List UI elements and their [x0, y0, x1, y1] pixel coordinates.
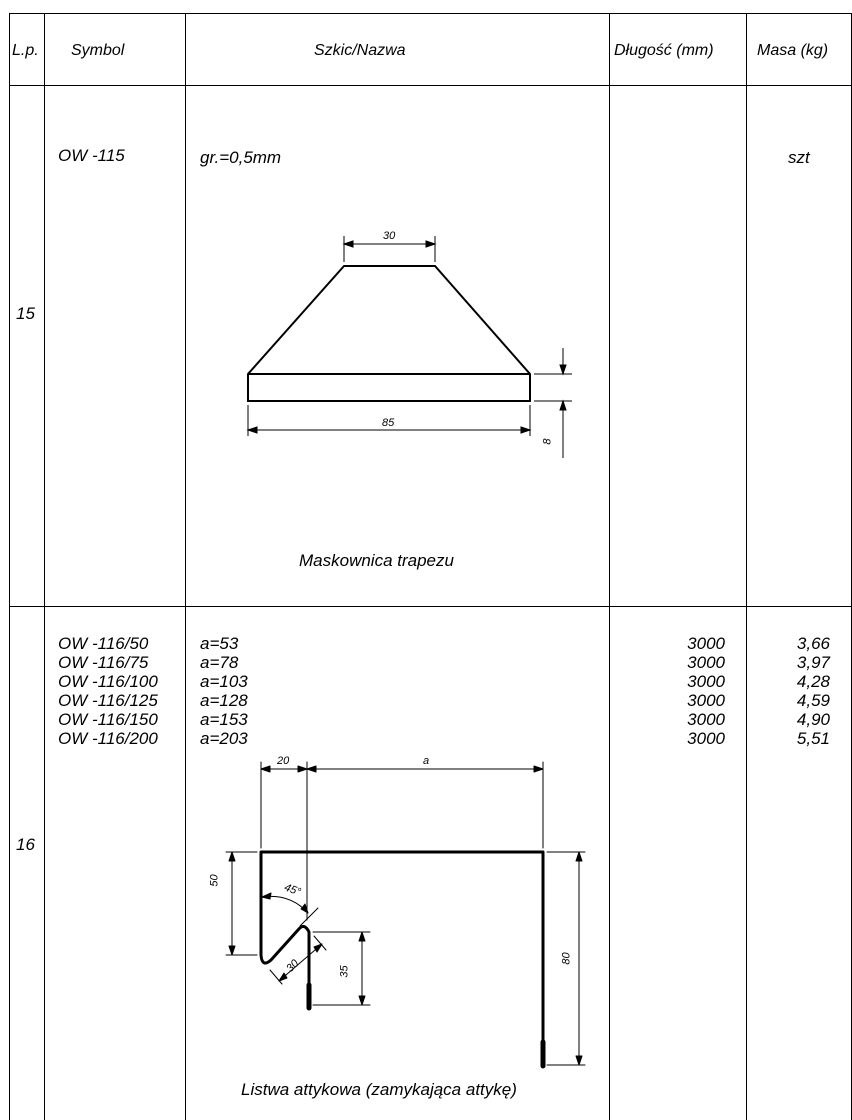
arrow	[297, 765, 308, 773]
length-value: 3000	[687, 672, 725, 691]
row16-dim-a: a	[423, 755, 430, 767]
row16-dim-50: 50	[208, 874, 221, 887]
row15-thickness: gr.=0,5mm	[200, 148, 282, 167]
symbol-item: OW -116/125	[58, 691, 158, 710]
row15-lp: 15	[16, 304, 35, 323]
dimension-85	[246, 405, 532, 436]
mass-value: 3,66	[796, 634, 830, 653]
arrow	[306, 765, 317, 773]
row15-mass-unit: szt	[788, 148, 810, 167]
length-value: 3000	[687, 653, 725, 672]
a-value: a=203	[200, 729, 248, 748]
row16-name: Listwa attykowa (zamykająca attykę)	[241, 1080, 517, 1099]
row16-mass-list: 3,66 3,97 4,28 4,59 4,90 5,51	[760, 634, 830, 748]
attic-strip-profile	[259, 850, 545, 1067]
arrow	[260, 765, 271, 773]
a-value: a=153	[200, 710, 248, 729]
mass-value: 4,90	[796, 710, 830, 729]
header-length: Długość (mm)	[614, 42, 714, 59]
header-mass: Masa (kg)	[757, 42, 829, 59]
row16-dim-35: 35	[338, 965, 351, 978]
header-sketch: Szkic/Nazwa	[314, 42, 406, 59]
row16-lp: 16	[16, 835, 35, 854]
dimension-30	[342, 236, 437, 262]
length-value: 3000	[687, 634, 725, 653]
a-value: a=103	[200, 672, 248, 691]
row15-name: Maskownica trapezu	[299, 551, 454, 570]
mass-value: 5,51	[796, 729, 830, 748]
length-value: 3000	[687, 710, 725, 729]
row16-dim-80: 80	[560, 952, 573, 965]
row16-length-list: 3000 3000 3000 3000 3000 3000	[640, 634, 725, 748]
a-value: a=78	[200, 653, 239, 672]
row16-a-list: a=53 a=78 a=103 a=128 a=153 a=203	[200, 634, 248, 748]
row16-dim-20: 20	[277, 755, 290, 767]
row15-dim-bottom: 85	[382, 417, 395, 429]
symbol-item: OW -116/150	[58, 710, 158, 729]
dimension-8	[534, 348, 572, 458]
symbol-item: OW -116/75	[58, 653, 149, 672]
length-value: 3000	[687, 729, 725, 748]
a-value: a=128	[200, 691, 248, 710]
length-value: 3000	[687, 691, 725, 710]
mass-value: 3,97	[796, 653, 830, 672]
a-value: a=53	[200, 634, 239, 653]
header-symbol: Symbol	[71, 42, 125, 59]
symbol-item: OW -116/200	[58, 729, 158, 748]
mass-value: 4,28	[796, 672, 830, 691]
arrow	[533, 765, 544, 773]
symbol-item: OW -116/50	[58, 634, 149, 653]
row15-symbol: OW -115	[58, 146, 125, 165]
row16-symbol-list: OW -116/50 OW -116/75 OW -116/100 OW -11…	[58, 634, 158, 748]
symbol-item: OW -116/100	[58, 672, 158, 691]
mass-value: 4,59	[796, 691, 830, 710]
header-lp: L.p.	[12, 42, 39, 59]
row15-dim-top: 30	[383, 230, 396, 242]
